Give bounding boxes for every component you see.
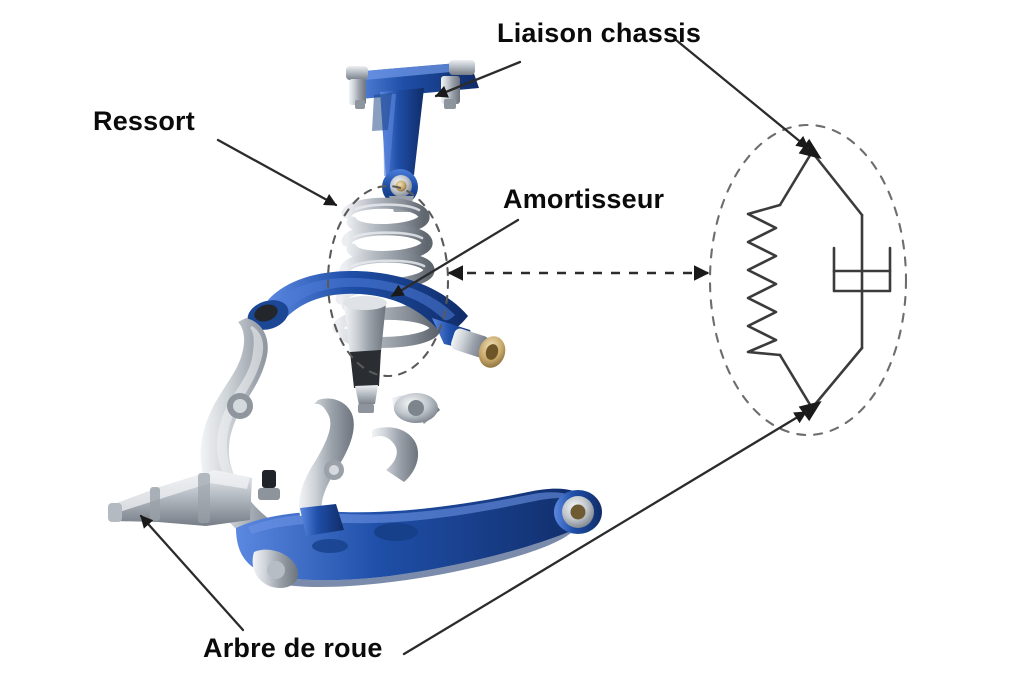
arbre-de-roue-to-photo — [139, 514, 245, 632]
spring-damper-schematic — [746, 150, 892, 410]
label-liaison-chassis: Liaison chassis — [497, 18, 702, 48]
label-ressort: Ressort — [93, 106, 195, 136]
schematic-nodes — [798, 138, 822, 422]
schematic-bottom-node — [798, 400, 822, 422]
wheel-shaft — [108, 470, 252, 526]
arbre-de-roue-to-schematic — [402, 410, 808, 656]
schematic-ellipse — [708, 123, 908, 437]
tie-rod-link — [372, 393, 440, 482]
label-amortisseur: Amortisseur — [503, 184, 665, 214]
callout-lines — [139, 38, 810, 656]
schematic-top-node — [798, 138, 822, 160]
photo-spring-ellipse — [326, 184, 450, 378]
strut-lower-link — [298, 398, 354, 536]
ressort-to-photo — [216, 138, 338, 207]
schematic-spring — [746, 203, 782, 357]
upper-control-arm — [247, 271, 506, 368]
label-arbre-de-roue: Arbre de roue — [203, 633, 383, 663]
liaison-chassis-to-schematic — [674, 38, 810, 150]
schematic-damper-cylinder — [832, 246, 892, 293]
damper-body — [343, 296, 387, 413]
liaison-chassis-to-photo — [434, 60, 522, 98]
lower-control-arm — [236, 488, 602, 588]
bolt-details — [258, 470, 280, 500]
amortisseur-to-photo — [390, 218, 520, 298]
